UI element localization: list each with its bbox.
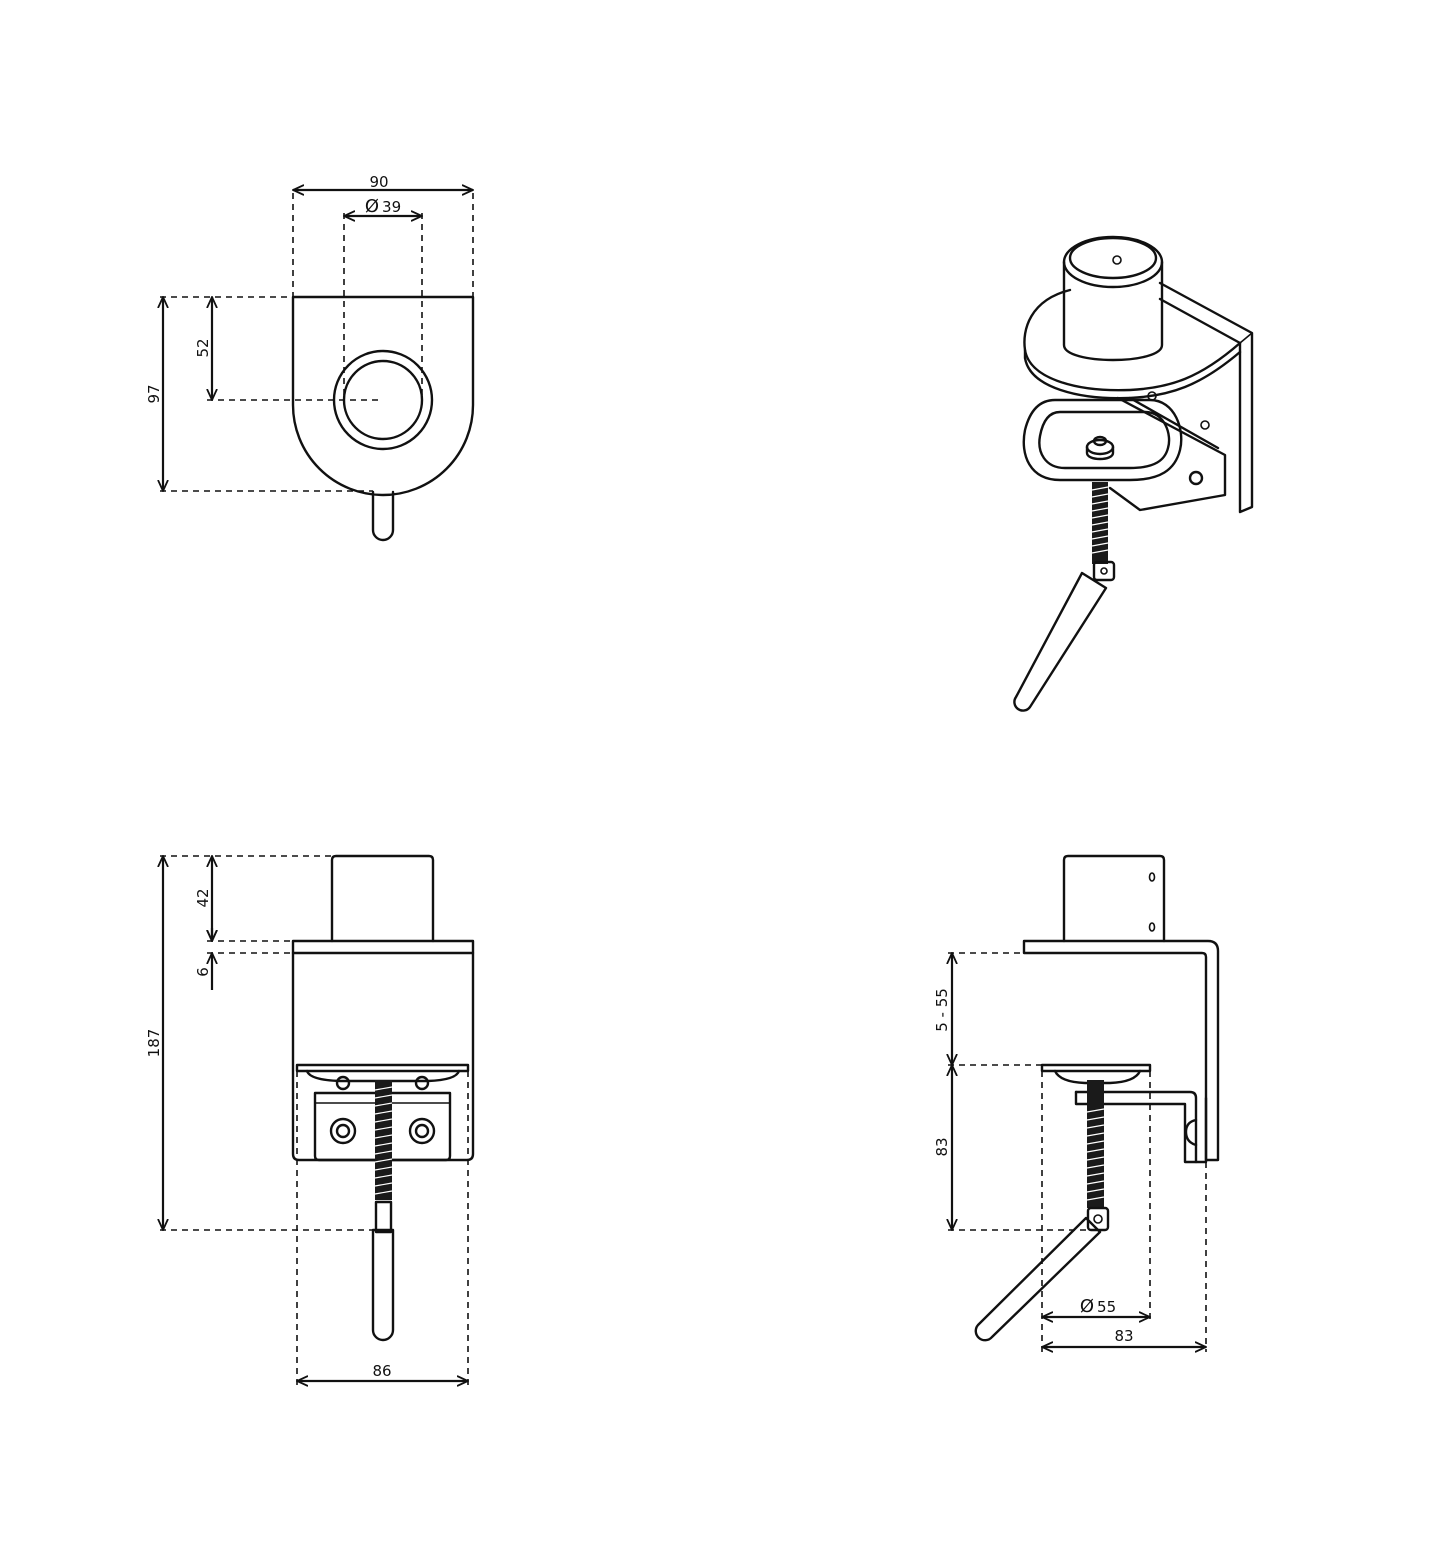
- front-threaded-rod: [375, 1080, 392, 1200]
- side-l-bracket: [1022, 939, 1220, 1162]
- iso-handle: [1013, 571, 1108, 712]
- top-view-handle: [371, 490, 395, 542]
- iso-screw-hole: [1200, 420, 1210, 430]
- iso-back-plate: [1158, 281, 1254, 514]
- dim-top-center: 52: [194, 338, 212, 357]
- dim-top-depth: 97: [145, 384, 163, 403]
- diameter-icon: Ø: [1080, 1296, 1094, 1317]
- side-threaded-rod: [1087, 1080, 1104, 1208]
- front-pad: [295, 1063, 470, 1073]
- front-post: [330, 854, 435, 943]
- iso-post: [1062, 260, 1164, 362]
- dim-top-width: 90: [369, 173, 388, 191]
- front-bolt-right: [408, 1117, 436, 1145]
- dim-front-plate: 6: [194, 967, 212, 977]
- dim-side-clamp-range: 5 - 55: [933, 988, 951, 1032]
- iso-lower-arm: [1108, 396, 1227, 512]
- dim-side-reach: 83: [933, 1137, 951, 1156]
- top-view-bore-outer: [332, 349, 434, 451]
- front-bolt-left: [329, 1117, 357, 1145]
- dim-front-post: 42: [194, 888, 212, 907]
- isometric-view: [1013, 235, 1254, 712]
- front-plate: [291, 939, 475, 955]
- side-lower-arm: [1074, 1090, 1208, 1164]
- iso-pressure-pad: [1022, 398, 1183, 482]
- dim-side-depth: 83: [1114, 1327, 1133, 1345]
- front-view: 187 42 6 86: [145, 854, 475, 1388]
- side-handle: [974, 1216, 1102, 1342]
- top-view-body-outline: [291, 295, 475, 497]
- front-lower-bracket: [313, 1091, 452, 1162]
- diameter-icon: Ø: [365, 196, 379, 217]
- dim-front-width: 86: [372, 1362, 391, 1380]
- iso-top-plate: [1023, 288, 1242, 392]
- front-handle: [371, 1228, 395, 1342]
- dim-front-overall: 187: [145, 1029, 163, 1058]
- iso-arm-bolt: [1188, 470, 1204, 486]
- side-pad: [1040, 1063, 1152, 1073]
- side-post: [1062, 854, 1166, 943]
